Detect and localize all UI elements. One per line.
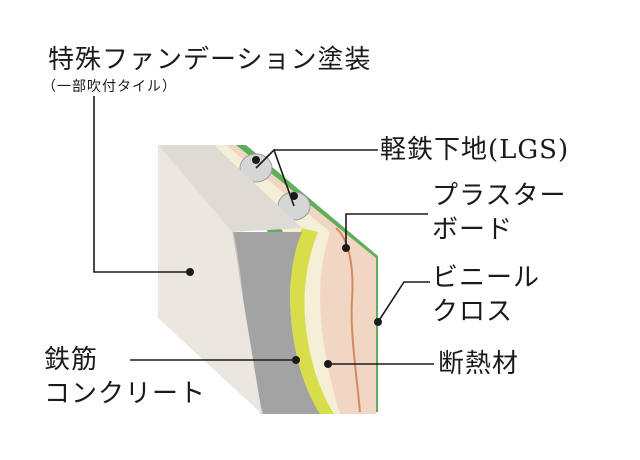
label-vinyl-line2: クロス [432, 297, 514, 327]
paint-face-shade [158, 145, 262, 414]
label-lgs: 軽鉄下地(LGS) [380, 135, 570, 165]
leader-plaster [345, 213, 428, 248]
label-plaster-line1: プラスター [432, 181, 567, 211]
leader-paint [93, 96, 190, 273]
label-concrete-line2: コンクリート [44, 379, 207, 409]
label-concrete-line1: 鉄筋 [44, 345, 99, 375]
plaster-board-layer [214, 145, 376, 414]
concrete-top-surface [158, 145, 302, 232]
label-vinyl-line1: ビニール [432, 263, 541, 293]
leader-dots [186, 156, 382, 368]
label-paint-title: 特殊ファンデーション塗装 [48, 45, 372, 75]
leader-lines [93, 96, 434, 365]
insulation-layer [290, 228, 334, 414]
label-paint-note: （一部吹付タイル） [42, 79, 177, 95]
label-plaster-line2: ボード [432, 215, 514, 245]
leader-vinyl [377, 281, 430, 323]
label-insulation: 断熱材 [438, 349, 520, 379]
